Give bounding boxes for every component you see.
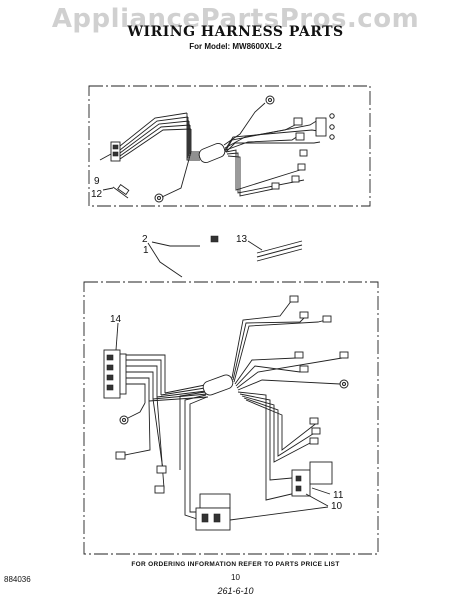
callout-13: 13 bbox=[236, 234, 248, 245]
lower-harness-assembly bbox=[103, 295, 349, 531]
callout-11: 11 bbox=[333, 490, 344, 501]
handwritten-note: 261-6-10 bbox=[217, 586, 254, 596]
lower-sleeve bbox=[202, 374, 234, 396]
model-subtitle: For Model: MW8600XL-2 bbox=[189, 42, 282, 51]
upper-harness-assembly bbox=[110, 95, 335, 203]
part-number: 884036 bbox=[4, 575, 31, 584]
upper-connector-block bbox=[110, 141, 121, 162]
upper-harness-box bbox=[88, 85, 371, 207]
ordering-note: FOR ORDERING INFORMATION REFER TO PARTS … bbox=[131, 561, 340, 568]
page-title: WIRING HARNESS PARTS bbox=[127, 24, 344, 40]
upper-sleeve bbox=[198, 143, 226, 163]
lower-connector-10-top bbox=[199, 493, 231, 509]
callout-2: 2 bbox=[142, 234, 148, 245]
callout-12: 12 bbox=[91, 189, 103, 200]
watermark: AppliancePartsPros.com bbox=[51, 4, 420, 34]
page-number: 10 bbox=[231, 573, 240, 582]
lower-connector-10 bbox=[195, 507, 231, 531]
callout-9: 9 bbox=[94, 176, 100, 187]
callout-1: 1 bbox=[143, 245, 149, 256]
lower-harness-box bbox=[83, 281, 379, 555]
lower-connector-block bbox=[309, 461, 333, 485]
callout-10: 10 bbox=[331, 501, 343, 512]
callout-14: 14 bbox=[110, 314, 122, 325]
grommet-part bbox=[210, 235, 219, 243]
harness-strip-13 bbox=[256, 240, 303, 262]
lower-connector-11 bbox=[291, 469, 311, 497]
